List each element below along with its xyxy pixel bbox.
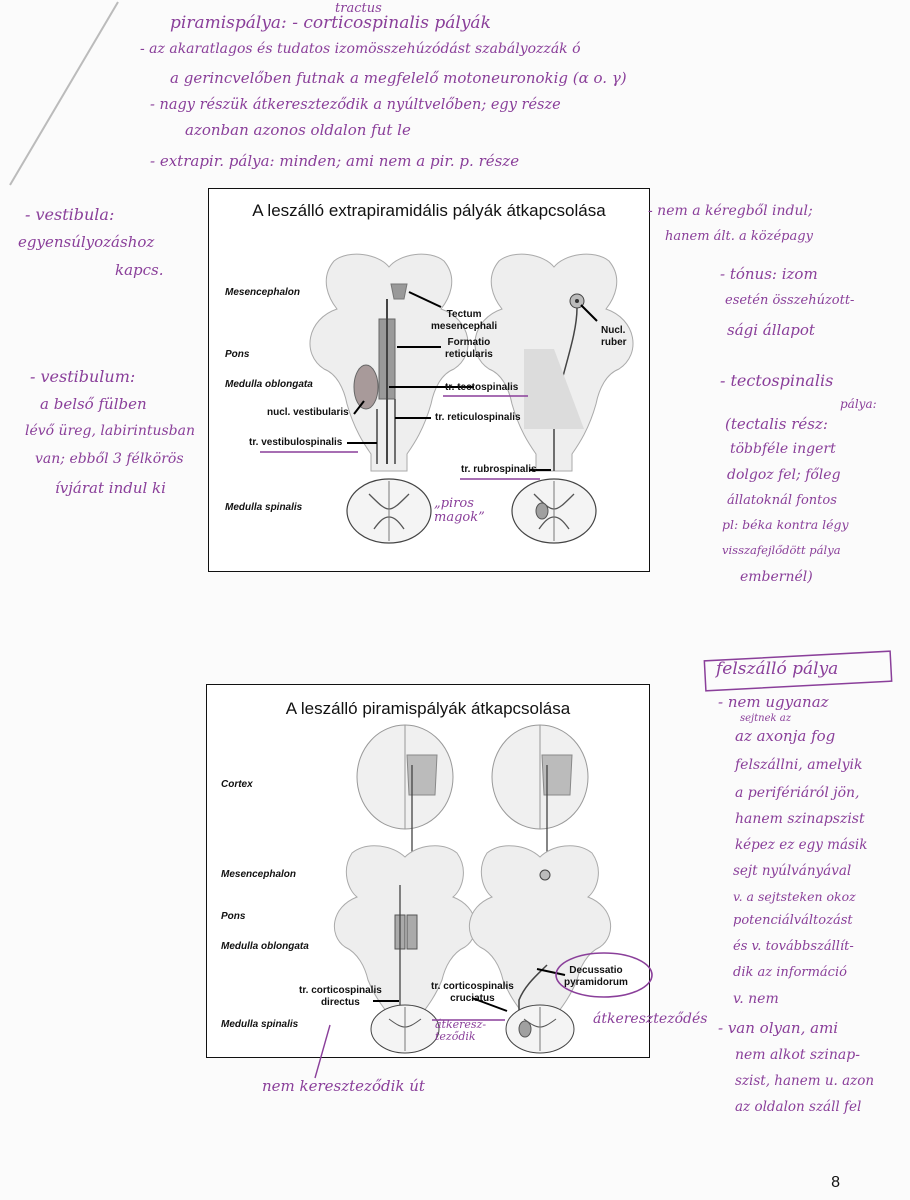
- region-label: Medulla spinalis: [225, 502, 303, 513]
- label-tectum: Tectum mesencephali: [431, 309, 498, 332]
- handwritten-line: felszállni, amelyik: [735, 757, 863, 773]
- handwritten-line: az oldalon száll fel: [735, 1099, 862, 1115]
- handwritten-line: embernél): [740, 569, 813, 585]
- region-label: Medulla spinalis: [221, 1019, 299, 1030]
- handwritten-line: azonban azonos oldalon fut le: [185, 121, 411, 139]
- handwritten-line: van; ebből 3 félkörös: [35, 451, 184, 467]
- handwritten-line: a perifériáról jön,: [735, 785, 860, 801]
- handwritten-line: nem alkot szinap-: [735, 1047, 860, 1063]
- handwritten-line: potenciálváltozást: [733, 913, 853, 928]
- label-reticulospinalis: tr. reticulospinalis: [435, 412, 521, 423]
- label-decussatio: Decussatio pyramidorum: [564, 965, 628, 988]
- handwritten-line: visszafejlődött pálya: [722, 543, 841, 557]
- handwritten-line: pálya:: [840, 397, 877, 411]
- handwritten-line: többféle ingert: [730, 441, 836, 457]
- handwritten-line: és v. továbbszállít-: [733, 939, 854, 954]
- label-rubrospinalis: tr. rubrospinalis: [461, 464, 537, 475]
- handwritten-line: szist, hanem u. azon: [735, 1073, 875, 1089]
- handwritten-line: - vestibula:: [25, 205, 115, 224]
- handwritten-line: sejt nyúlványával: [733, 863, 852, 879]
- handwritten-line: dik az információ: [733, 965, 847, 980]
- handwritten-line: esetén összehúzott-: [725, 293, 855, 308]
- handwritten-correction: tractus: [335, 1, 382, 16]
- handwritten-line: sejtnek az: [740, 713, 791, 724]
- region-label: Medulla oblongata: [221, 941, 309, 952]
- label-cruciatus: tr. corticospinalis cruciatus: [431, 981, 514, 1004]
- handwritten-line: v. nem: [733, 991, 779, 1007]
- handwritten-line: sági állapot: [727, 321, 815, 339]
- handwritten-line: v. a sejtsteken okoz: [733, 889, 856, 904]
- figure-extrapyramidal: A leszálló extrapiramidális pályák átkap…: [208, 188, 650, 572]
- handwritten-line: kapcs.: [115, 261, 164, 279]
- figure-pyramidal: A leszálló piramispályák átkapcsolása: [206, 684, 650, 1058]
- handwritten-line: a gerincvelőben futnak a megfelelő moton…: [170, 69, 627, 87]
- region-label: Mesencephalon: [225, 287, 301, 298]
- handwritten-line: (tectalis rész:: [725, 415, 828, 433]
- handwritten-line: lévő üreg, labirintusban: [25, 423, 196, 439]
- label-formatio: Formatio reticularis: [445, 337, 493, 360]
- handwritten-inline-note: „piros magok”: [434, 496, 485, 526]
- page-number: 8: [831, 1174, 840, 1191]
- handwritten-inline-note: átkeresz- teződik: [435, 1018, 487, 1044]
- handwritten-line: nem kereszteződik út: [262, 1077, 425, 1095]
- handwritten-line: - extrapir. pálya: minden; ami nem a pir…: [150, 152, 520, 170]
- figure-title: A leszálló extrapiramidális pályák átkap…: [252, 201, 606, 220]
- region-label: Cortex: [221, 779, 253, 790]
- handwritten-line: egyensúlyozáshoz: [18, 233, 155, 251]
- figure-title: A leszálló piramispályák átkapcsolása: [285, 699, 571, 718]
- label-vestibulospinalis: tr. vestibulospinalis: [249, 437, 343, 448]
- region-label: Medulla oblongata: [225, 379, 313, 390]
- handwritten-line: dolgoz fel; főleg: [727, 467, 841, 483]
- handwritten-line: pl: béka kontra légy: [722, 517, 849, 532]
- handwritten-boxed-heading: felszálló pálya: [716, 659, 839, 679]
- handwritten-line: - nem a kéregből indul;: [648, 203, 813, 219]
- region-label: Pons: [225, 349, 250, 360]
- handwritten-line: a belső fülben: [40, 395, 147, 413]
- handwritten-line: - nagy részük átkereszteződik a nyúltvel…: [150, 97, 561, 113]
- handwritten-line: hanem ált. a középagy: [665, 229, 813, 244]
- handwritten-line: állatoknál fontos: [727, 493, 837, 508]
- handwritten-line: - tónus: izom: [720, 265, 818, 283]
- handwritten-line: átkereszteződés: [593, 1011, 708, 1027]
- label-vestibularis: nucl. vestibularis: [267, 407, 349, 418]
- handwritten-line: ívjárat indul ki: [55, 479, 166, 497]
- handwritten-line: piramispálya: - corticospinalis pályák: [170, 13, 491, 33]
- label-ruber: Nucl. ruber: [601, 325, 627, 348]
- handwritten-line: képez ez egy másik: [735, 837, 868, 853]
- handwritten-line: hanem szinapszist: [735, 811, 865, 827]
- region-label: Pons: [221, 911, 246, 922]
- handwritten-line: az axonja fog: [735, 727, 836, 745]
- brainstem-diagram: [309, 253, 634, 544]
- handwritten-line: - nem ugyanaz: [718, 693, 829, 711]
- handwritten-line: - az akaratlagos és tudatos izomösszehúz…: [140, 41, 581, 57]
- handwritten-line: - vestibulum:: [30, 367, 136, 386]
- label-tectospinalis: tr. tectospinalis: [445, 382, 519, 393]
- label-directus: tr. corticospinalis directus: [299, 985, 382, 1008]
- handwritten-line: - van olyan, ami: [718, 1019, 839, 1037]
- region-label: Mesencephalon: [221, 869, 297, 880]
- handwritten-line: - tectospinalis: [720, 371, 834, 390]
